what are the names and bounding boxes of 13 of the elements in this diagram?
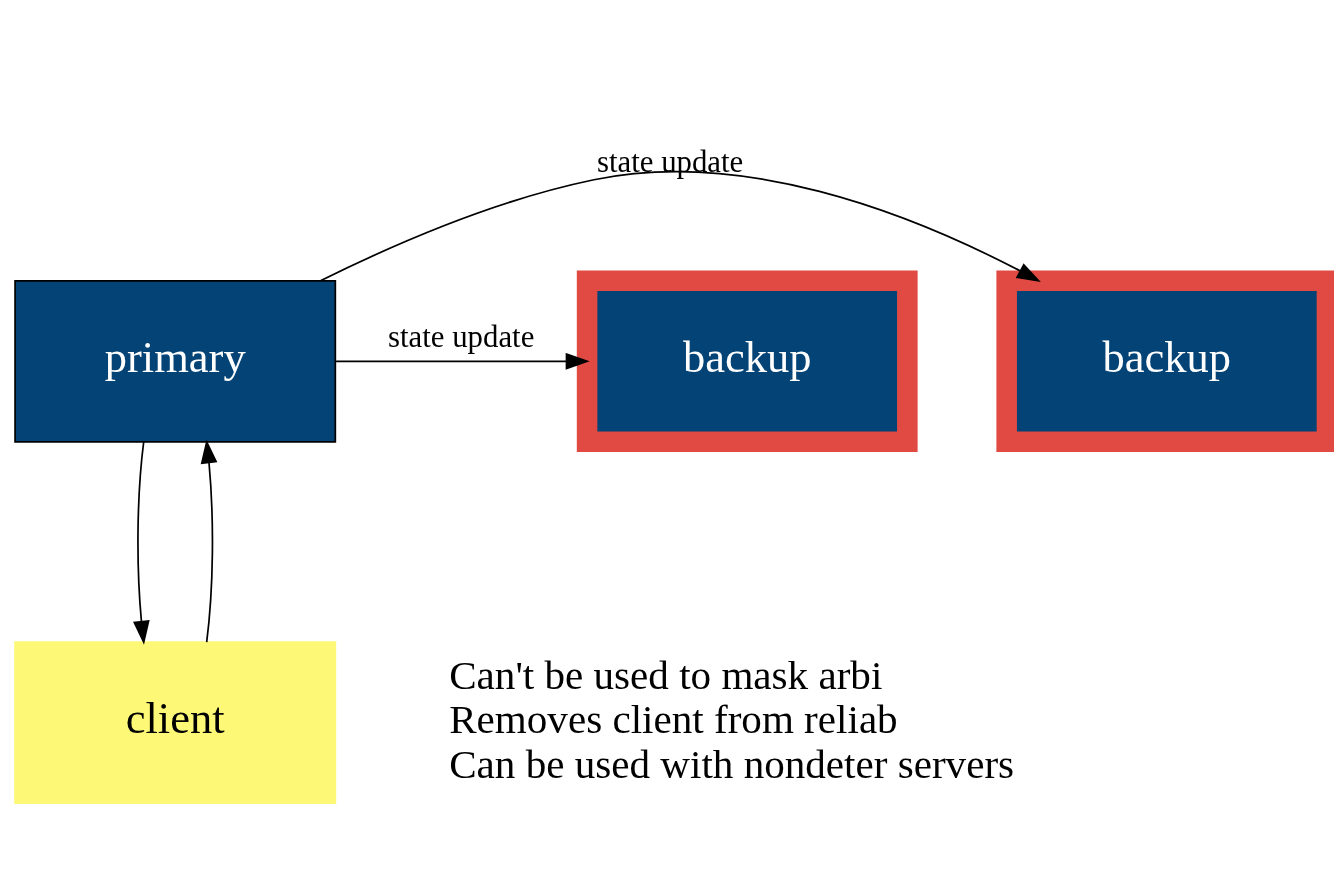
label: Can't be used to mask arbi <box>449 651 883 698</box>
node-box: backup <box>576 270 918 453</box>
arrow <box>319 170 1041 282</box>
arrow <box>200 439 218 643</box>
node-box: client <box>14 641 337 804</box>
node-box: backup <box>996 270 1334 453</box>
label: Can be used with nondeter servers <box>449 740 1015 787</box>
label: Removes client from reliab <box>449 696 898 743</box>
arrow <box>133 441 150 645</box>
arrow <box>335 352 590 370</box>
node-box: primary <box>14 279 337 443</box>
edge-label: state update <box>388 319 535 354</box>
edge-label: state update <box>596 144 744 179</box>
